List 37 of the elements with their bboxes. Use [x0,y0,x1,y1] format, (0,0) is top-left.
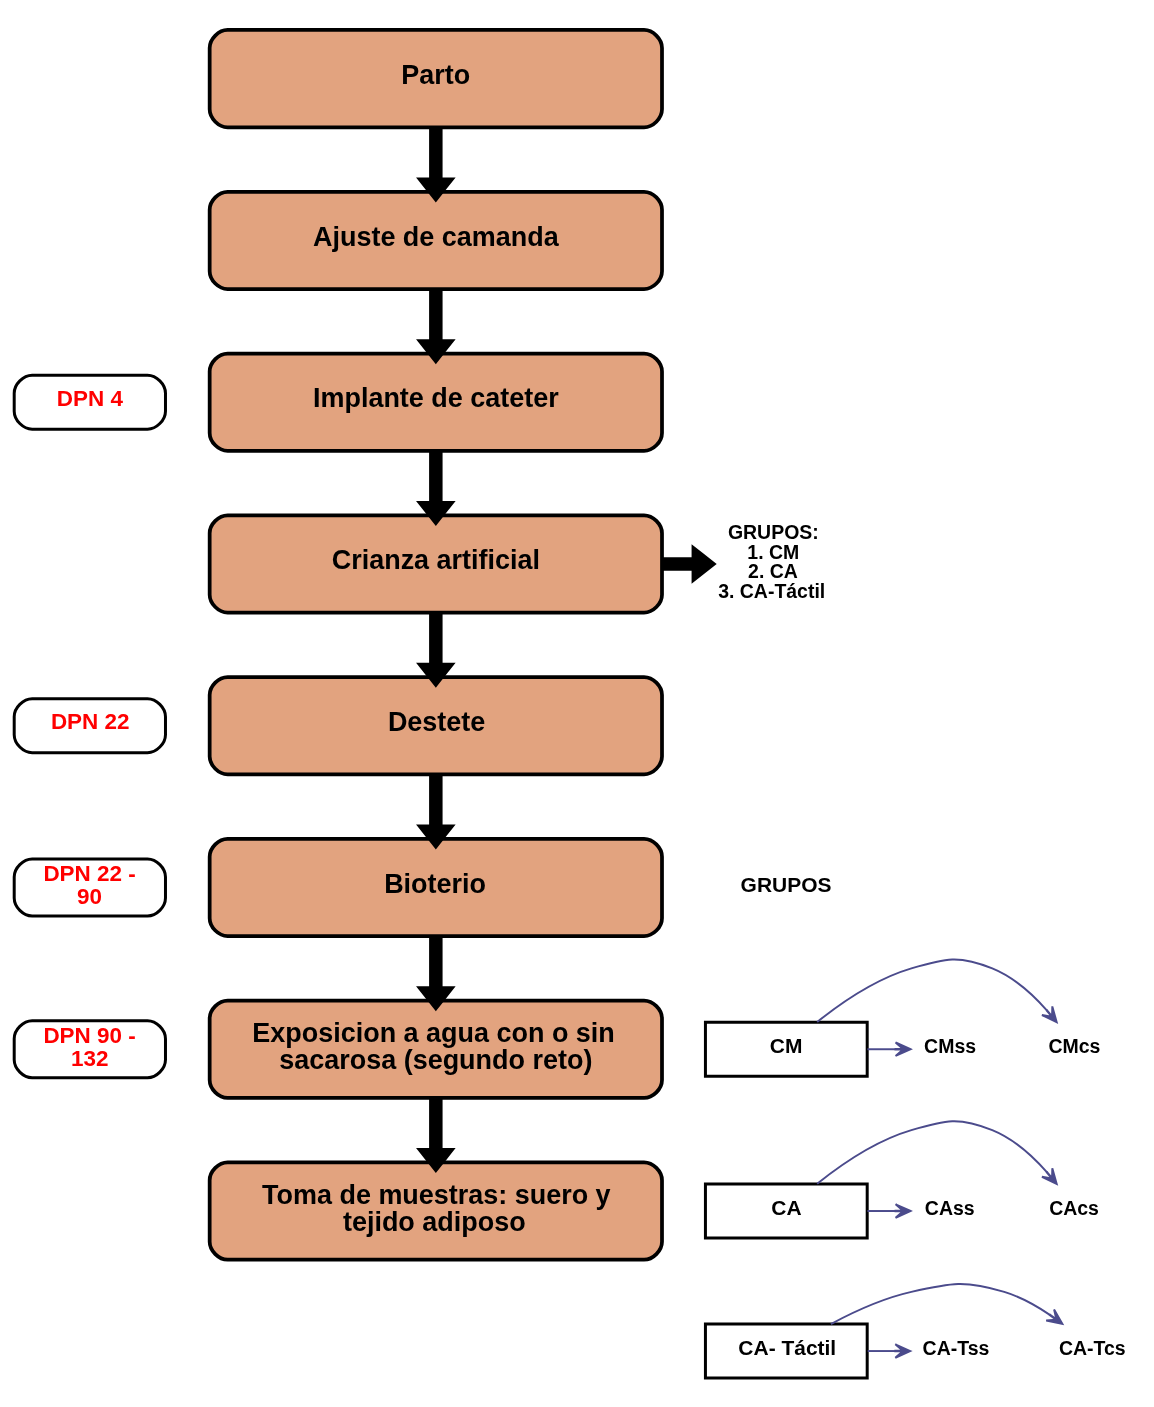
arrow [866,1202,912,1219]
node-box: CA [703,1182,869,1239]
node-box: DPN 90 - 132 [12,1018,167,1079]
arrow [416,612,456,688]
node-box: Implante de cateter [207,351,664,453]
arrow [866,1342,912,1359]
arrow [416,935,456,1011]
node-box: CM [703,1020,869,1078]
node-text: CAss [924,1196,975,1219]
node-text: CA-Tcs [1058,1336,1126,1359]
arrow [416,1097,456,1173]
arrow [816,1119,1058,1185]
node-box: Bioterio [207,836,664,938]
arrow [829,1282,1064,1325]
node-text: CMss [924,1034,977,1057]
arrow [662,543,717,584]
node-box: Crianza artificial [207,512,664,614]
node-text: CMcs [1048,1034,1101,1057]
node-box: Ajuste de camanda [207,189,664,291]
node-box: DPN 4 [12,373,167,431]
node-box: CA- Táctil [703,1322,869,1379]
node-box: Exposicion a agua con o sin sacarosa (segundo reto) [207,998,664,1100]
arrow [416,450,456,526]
arrow [866,1041,912,1057]
label: GRUPOS [740,872,832,896]
node-box: Destete [207,674,664,776]
arrow [816,958,1058,1023]
node-box: DPN 22 [12,696,167,754]
node-box: DPN 22 - 90 [12,857,167,917]
arrow [416,773,456,850]
arrow [416,126,456,203]
node-box: Parto [207,27,664,129]
node-text: GRUPOS: 1. CM 2. CA 3. CA-Táctil [718,520,826,602]
node-box: Toma de muestras: suero y tejido adiposo [207,1159,664,1262]
node-text: CAcs [1049,1196,1099,1219]
node-text: CA-Tss [922,1336,990,1359]
arrow [416,288,456,364]
